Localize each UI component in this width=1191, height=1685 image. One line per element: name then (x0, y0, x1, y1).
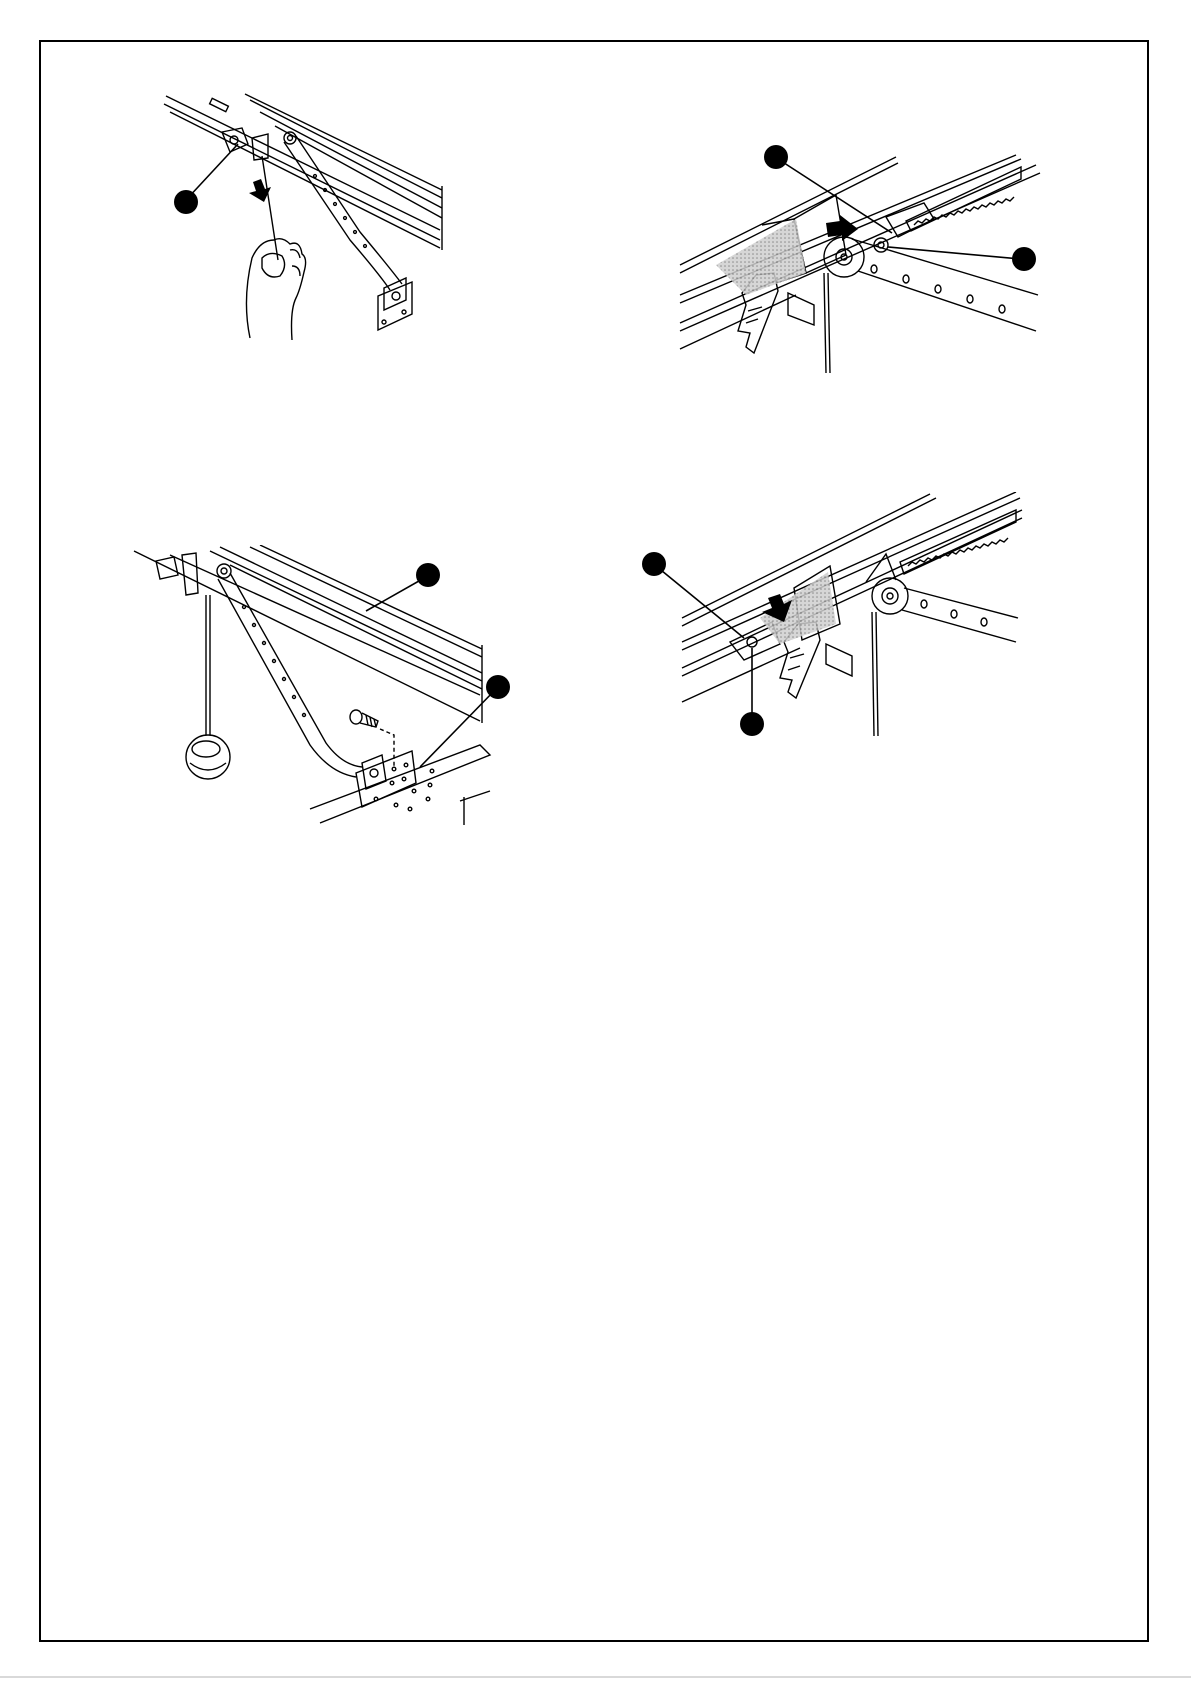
figure-trolley-lock-drawing (640, 492, 1025, 742)
callout-marker (1012, 247, 1036, 271)
figure-trolley-release (676, 145, 1046, 375)
figure-bracket-mount-drawing (130, 545, 520, 830)
bottom-rule (0, 1676, 1191, 1678)
callout-marker (740, 712, 764, 736)
figure-trolley-release-drawing (676, 145, 1046, 375)
figure-pull-cord-drawing (150, 90, 460, 350)
figure-bracket-mount (130, 545, 520, 830)
callout-marker (416, 563, 440, 587)
down-arrow-icon (249, 179, 271, 202)
figure-pull-cord (150, 90, 460, 350)
callout-marker (764, 145, 788, 169)
callout-marker (174, 190, 198, 214)
callout-marker (642, 552, 666, 576)
callout-marker (486, 675, 510, 699)
figure-trolley-lock (640, 492, 1025, 742)
right-arrow-icon (826, 215, 858, 241)
